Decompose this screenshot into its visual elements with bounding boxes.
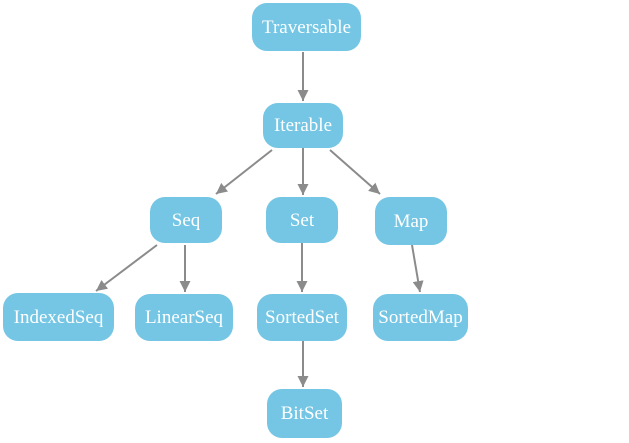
node-indexedseq-label: IndexedSeq bbox=[13, 306, 104, 328]
node-bitset-label: BitSet bbox=[280, 403, 329, 424]
node-bitset: BitSet bbox=[267, 389, 342, 438]
node-traversable-label: Traversable bbox=[262, 16, 351, 38]
node-indexedseq: IndexedSeq bbox=[3, 293, 114, 341]
node-linearseq: LinearSeq bbox=[135, 294, 233, 341]
node-sortedset: SortedSet bbox=[257, 294, 347, 341]
node-seq-label: Seq bbox=[171, 209, 201, 231]
node-sortedmap: SortedMap bbox=[373, 294, 468, 341]
node-sortedmap-label: SortedMap bbox=[378, 307, 463, 328]
node-iterable: Iterable bbox=[263, 103, 343, 148]
node-traversable: Traversable bbox=[252, 3, 361, 51]
node-iterable-label: Iterable bbox=[273, 115, 332, 136]
node-seq: Seq bbox=[150, 197, 222, 243]
edge-iterable-map bbox=[329, 149, 381, 195]
node-set-label: Set bbox=[289, 209, 315, 231]
node-set: Set bbox=[266, 197, 338, 243]
node-map: Map bbox=[375, 197, 447, 245]
node-map-label: Map bbox=[393, 210, 429, 232]
edge-iterable-seq bbox=[215, 149, 273, 195]
edge-seq-indexedseq bbox=[95, 244, 158, 292]
node-sortedset-label: SortedSet bbox=[265, 307, 339, 328]
edge-map-sortedmap bbox=[411, 244, 424, 293]
node-linearseq-label: LinearSeq bbox=[144, 307, 224, 328]
